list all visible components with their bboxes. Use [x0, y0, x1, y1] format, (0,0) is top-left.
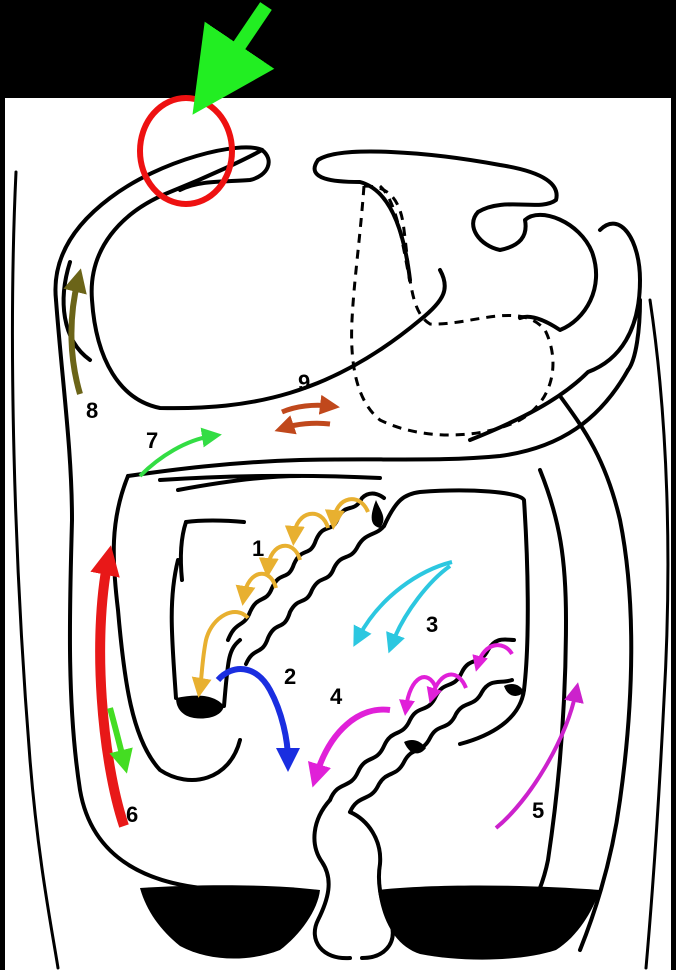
label-2: 2	[284, 664, 296, 689]
label-7: 7	[146, 428, 158, 453]
label-9: 9	[298, 370, 310, 395]
pointer-arrow	[216, 6, 266, 80]
label-1: 1	[252, 536, 264, 561]
label-3: 3	[426, 612, 438, 637]
label-8: 8	[86, 398, 98, 423]
label-4: 4	[330, 684, 343, 709]
small-bowel-fold-1	[186, 521, 244, 523]
diagram-panel	[5, 98, 671, 970]
label-5: 5	[532, 798, 544, 823]
label-6: 6	[126, 802, 138, 827]
